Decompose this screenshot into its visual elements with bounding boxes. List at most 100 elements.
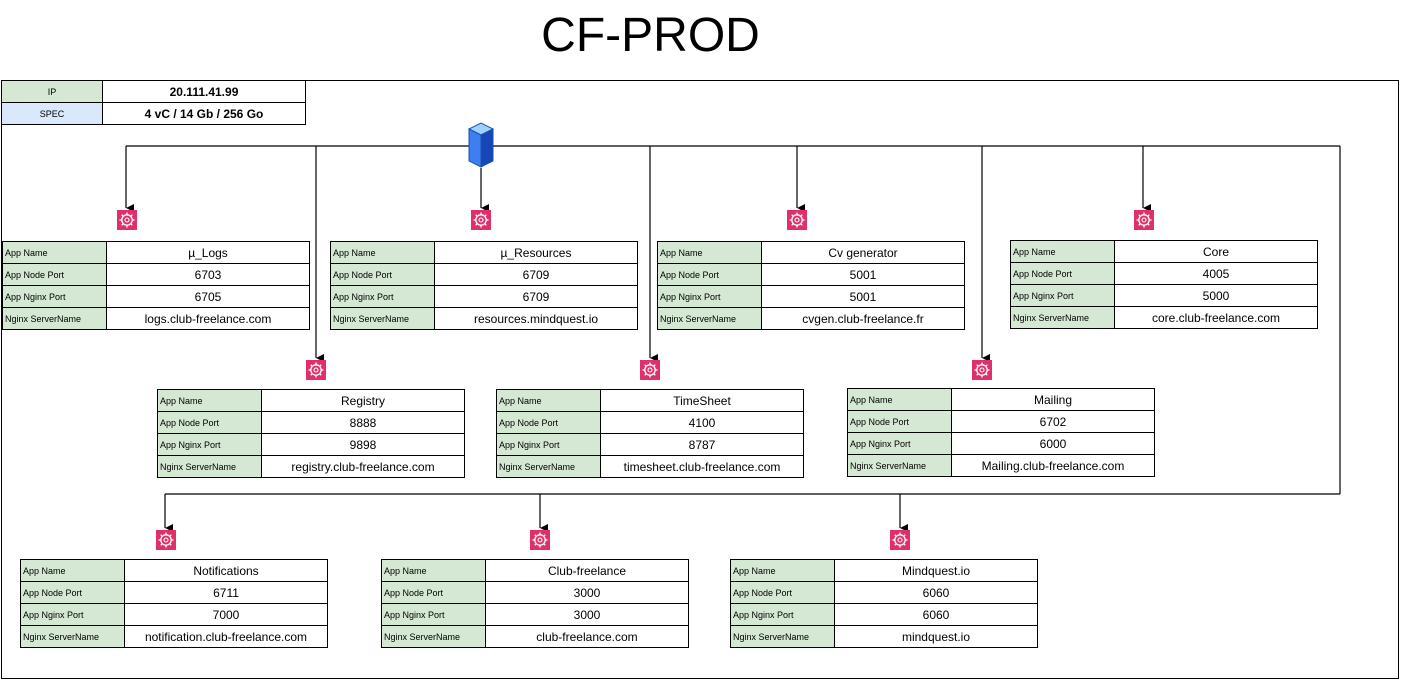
field-label: App Nginx Port (847, 432, 952, 455)
field-value-nginx-port: 8787 (600, 433, 804, 456)
field-value-node-port: 8888 (261, 411, 465, 434)
field-value-node-port: 6709 (434, 263, 638, 286)
field-value-server-name: notification.club-freelance.com (124, 625, 328, 648)
field-label: App Node Port (1010, 262, 1115, 285)
field-label: Nginx ServerName (20, 625, 125, 648)
field-value-name: µ_Logs (106, 241, 310, 264)
field-value-node-port: 3000 (485, 581, 689, 604)
field-value-nginx-port: 5000 (1114, 284, 1318, 307)
page-title: CF-PROD (541, 9, 760, 62)
gear-icon (640, 360, 660, 380)
field-value-node-port: 4005 (1114, 262, 1318, 285)
gear-icon (1134, 210, 1154, 230)
field-label: App Node Port (847, 410, 952, 433)
field-label: Nginx ServerName (330, 307, 435, 330)
field-value-name: Cv generator (761, 241, 965, 264)
field-value-nginx-port: 3000 (485, 603, 689, 626)
field-value-name: Core (1114, 240, 1318, 263)
field-value-server-name: club-freelance.com (485, 625, 689, 648)
field-label: Nginx ServerName (730, 625, 835, 648)
gear-icon (471, 210, 491, 230)
field-label: App Nginx Port (381, 603, 486, 626)
field-label: App Name (657, 241, 762, 264)
field-value-server-name: registry.club-freelance.com (261, 455, 465, 478)
field-value-node-port: 4100 (600, 411, 804, 434)
field-label: App Nginx Port (730, 603, 835, 626)
field-label: App Name (847, 388, 952, 411)
field-label: App Name (20, 559, 125, 582)
field-value-name: Registry (261, 389, 465, 412)
spec-value: 4 vC / 14 Gb / 256 Go (102, 102, 306, 125)
field-value-node-port: 6702 (951, 410, 1155, 433)
gear-icon (156, 530, 176, 550)
field-label: App Nginx Port (2, 285, 107, 308)
field-label: App Node Port (496, 411, 601, 434)
field-label: App Name (330, 241, 435, 264)
field-label: Nginx ServerName (381, 625, 486, 648)
field-label: Nginx ServerName (2, 307, 107, 330)
field-value-name: TimeSheet (600, 389, 804, 412)
field-label: App Node Port (157, 411, 262, 434)
field-value-nginx-port: 6000 (951, 432, 1155, 455)
field-value-node-port: 6060 (834, 581, 1038, 604)
field-label: App Node Port (657, 263, 762, 286)
field-label: App Node Port (381, 581, 486, 604)
server-icon (467, 122, 495, 168)
field-label: App Name (1010, 240, 1115, 263)
gear-icon (306, 360, 326, 380)
field-label: Nginx ServerName (657, 307, 762, 330)
spec-label: SPEC (1, 102, 103, 125)
server-info-table: IP 20.111.41.99 SPEC 4 vC / 14 Gb / 256 … (1, 80, 306, 125)
field-value-name: Mailing (951, 388, 1155, 411)
field-value-server-name: mindquest.io (834, 625, 1038, 648)
field-value-name: Mindquest.io (834, 559, 1038, 582)
field-value-node-port: 6703 (106, 263, 310, 286)
field-value-name: µ_Resources (434, 241, 638, 264)
field-value-server-name: resources.mindquest.io (434, 307, 638, 330)
field-value-name: Club-freelance (485, 559, 689, 582)
field-label: Nginx ServerName (496, 455, 601, 478)
field-label: App Name (381, 559, 486, 582)
field-label: App Nginx Port (20, 603, 125, 626)
ip-label: IP (1, 80, 103, 103)
field-value-node-port: 5001 (761, 263, 965, 286)
field-value-nginx-port: 9898 (261, 433, 465, 456)
gear-icon (530, 530, 550, 550)
gear-icon (890, 530, 910, 550)
field-value-server-name: logs.club-freelance.com (106, 307, 310, 330)
field-value-nginx-port: 5001 (761, 285, 965, 308)
field-value-nginx-port: 6709 (434, 285, 638, 308)
field-label: Nginx ServerName (1010, 306, 1115, 329)
server-frame (1, 80, 1399, 679)
ip-value: 20.111.41.99 (102, 80, 306, 103)
field-label: App Nginx Port (330, 285, 435, 308)
field-label: App Nginx Port (157, 433, 262, 456)
field-label: Nginx ServerName (157, 455, 262, 478)
field-label: App Name (157, 389, 262, 412)
field-label: App Node Port (2, 263, 107, 286)
field-label: App Nginx Port (496, 433, 601, 456)
field-value-server-name: cvgen.club-freelance.fr (761, 307, 965, 330)
gear-icon (787, 210, 807, 230)
field-label: App Name (730, 559, 835, 582)
field-value-nginx-port: 7000 (124, 603, 328, 626)
field-label: App Nginx Port (657, 285, 762, 308)
gear-icon (972, 360, 992, 380)
gear-icon (117, 210, 137, 230)
field-value-server-name: timesheet.club-freelance.com (600, 455, 804, 478)
field-value-server-name: Mailing.club-freelance.com (951, 454, 1155, 477)
field-label: App Node Port (20, 581, 125, 604)
field-label: App Node Port (730, 581, 835, 604)
field-value-node-port: 6711 (124, 581, 328, 604)
field-value-nginx-port: 6705 (106, 285, 310, 308)
